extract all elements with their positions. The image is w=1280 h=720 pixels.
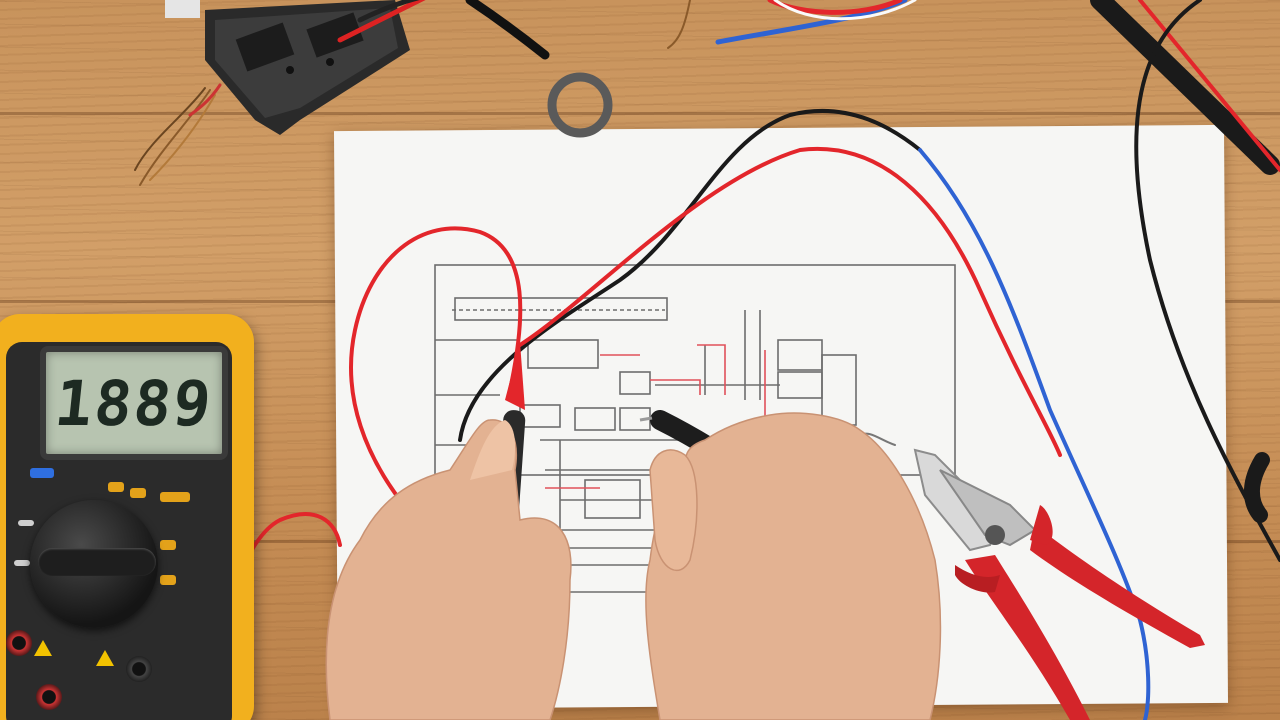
schematic-component: [527, 339, 599, 369]
multimeter-dial-pointer: [38, 548, 156, 576]
multimeter-mode-label: [130, 488, 146, 498]
schematic-component: [574, 407, 616, 431]
multimeter-mode-label: [14, 560, 30, 566]
multimeter-mode-label: [18, 520, 34, 526]
multimeter-jack: [36, 684, 62, 710]
schematic-component: [584, 479, 641, 519]
warning-triangle-icon: [96, 650, 114, 666]
multimeter-jack: [6, 630, 32, 656]
multimeter-mode-label: [160, 575, 176, 585]
desk-plank-seam: [0, 112, 1280, 115]
multimeter-mode-label: [160, 492, 190, 502]
multimeter-blue-button: [30, 468, 54, 478]
multimeter-mode-label: [160, 540, 176, 550]
warning-triangle-icon: [34, 640, 52, 656]
multimeter-lcd: [40, 346, 228, 460]
multimeter-jack: [126, 656, 152, 682]
multimeter-mode-label: [108, 482, 124, 492]
schematic-component: [619, 371, 651, 395]
left-hand: [325, 419, 572, 720]
right-hand: [645, 412, 942, 720]
